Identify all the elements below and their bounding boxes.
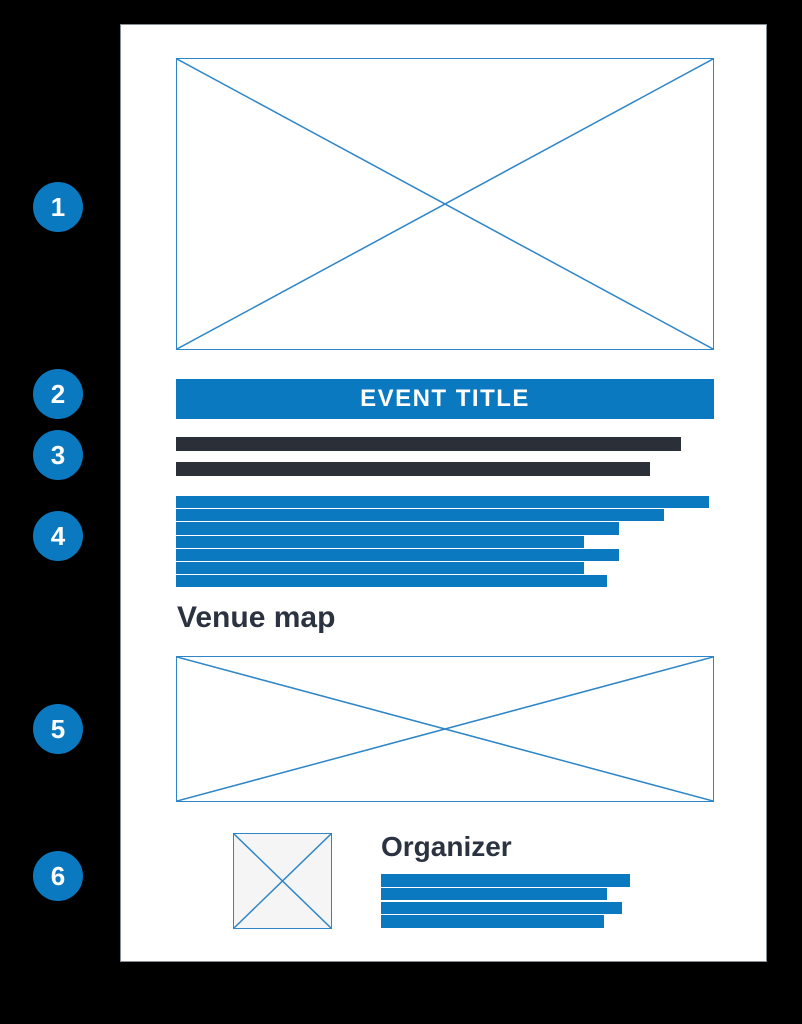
placeholder-text-line [176, 509, 664, 522]
step-marker-4: 4 [33, 511, 83, 561]
placeholder-text-line [176, 561, 584, 575]
description-placeholder-lines [176, 496, 709, 588]
placeholder-text-line [381, 874, 630, 887]
organizer-heading: Organizer [381, 831, 512, 862]
image-x-icon [177, 59, 713, 349]
placeholder-text-line [176, 575, 607, 588]
image-x-icon [177, 657, 713, 801]
placeholder-text-line [176, 496, 709, 509]
step-marker-1: 1 [33, 182, 83, 232]
organizer-logo-placeholder [233, 833, 332, 929]
placeholder-text-line [176, 462, 650, 476]
placeholder-text-line [176, 535, 584, 548]
step-marker-5: 5 [33, 704, 83, 754]
subtitle-placeholder-bars [176, 437, 681, 487]
step-marker-3: 3 [33, 430, 83, 480]
placeholder-text-line [381, 887, 607, 901]
placeholder-text-line [176, 548, 619, 561]
placeholder-text-line [176, 522, 619, 535]
placeholder-text-line [176, 437, 681, 451]
image-x-icon [234, 834, 331, 928]
step-marker-2: 2 [33, 369, 83, 419]
event-title-bar: EVENT TITLE [176, 379, 714, 419]
venue-map-heading: Venue map [177, 601, 336, 634]
hero-image-placeholder [176, 58, 714, 350]
placeholder-text-line [381, 901, 622, 914]
organizer-placeholder-lines [381, 874, 630, 929]
step-marker-6: 6 [33, 851, 83, 901]
wireframe-page: EVENT TITLE Venue map Organizer [120, 24, 767, 962]
placeholder-text-line [381, 915, 604, 928]
venue-map-placeholder [176, 656, 714, 802]
